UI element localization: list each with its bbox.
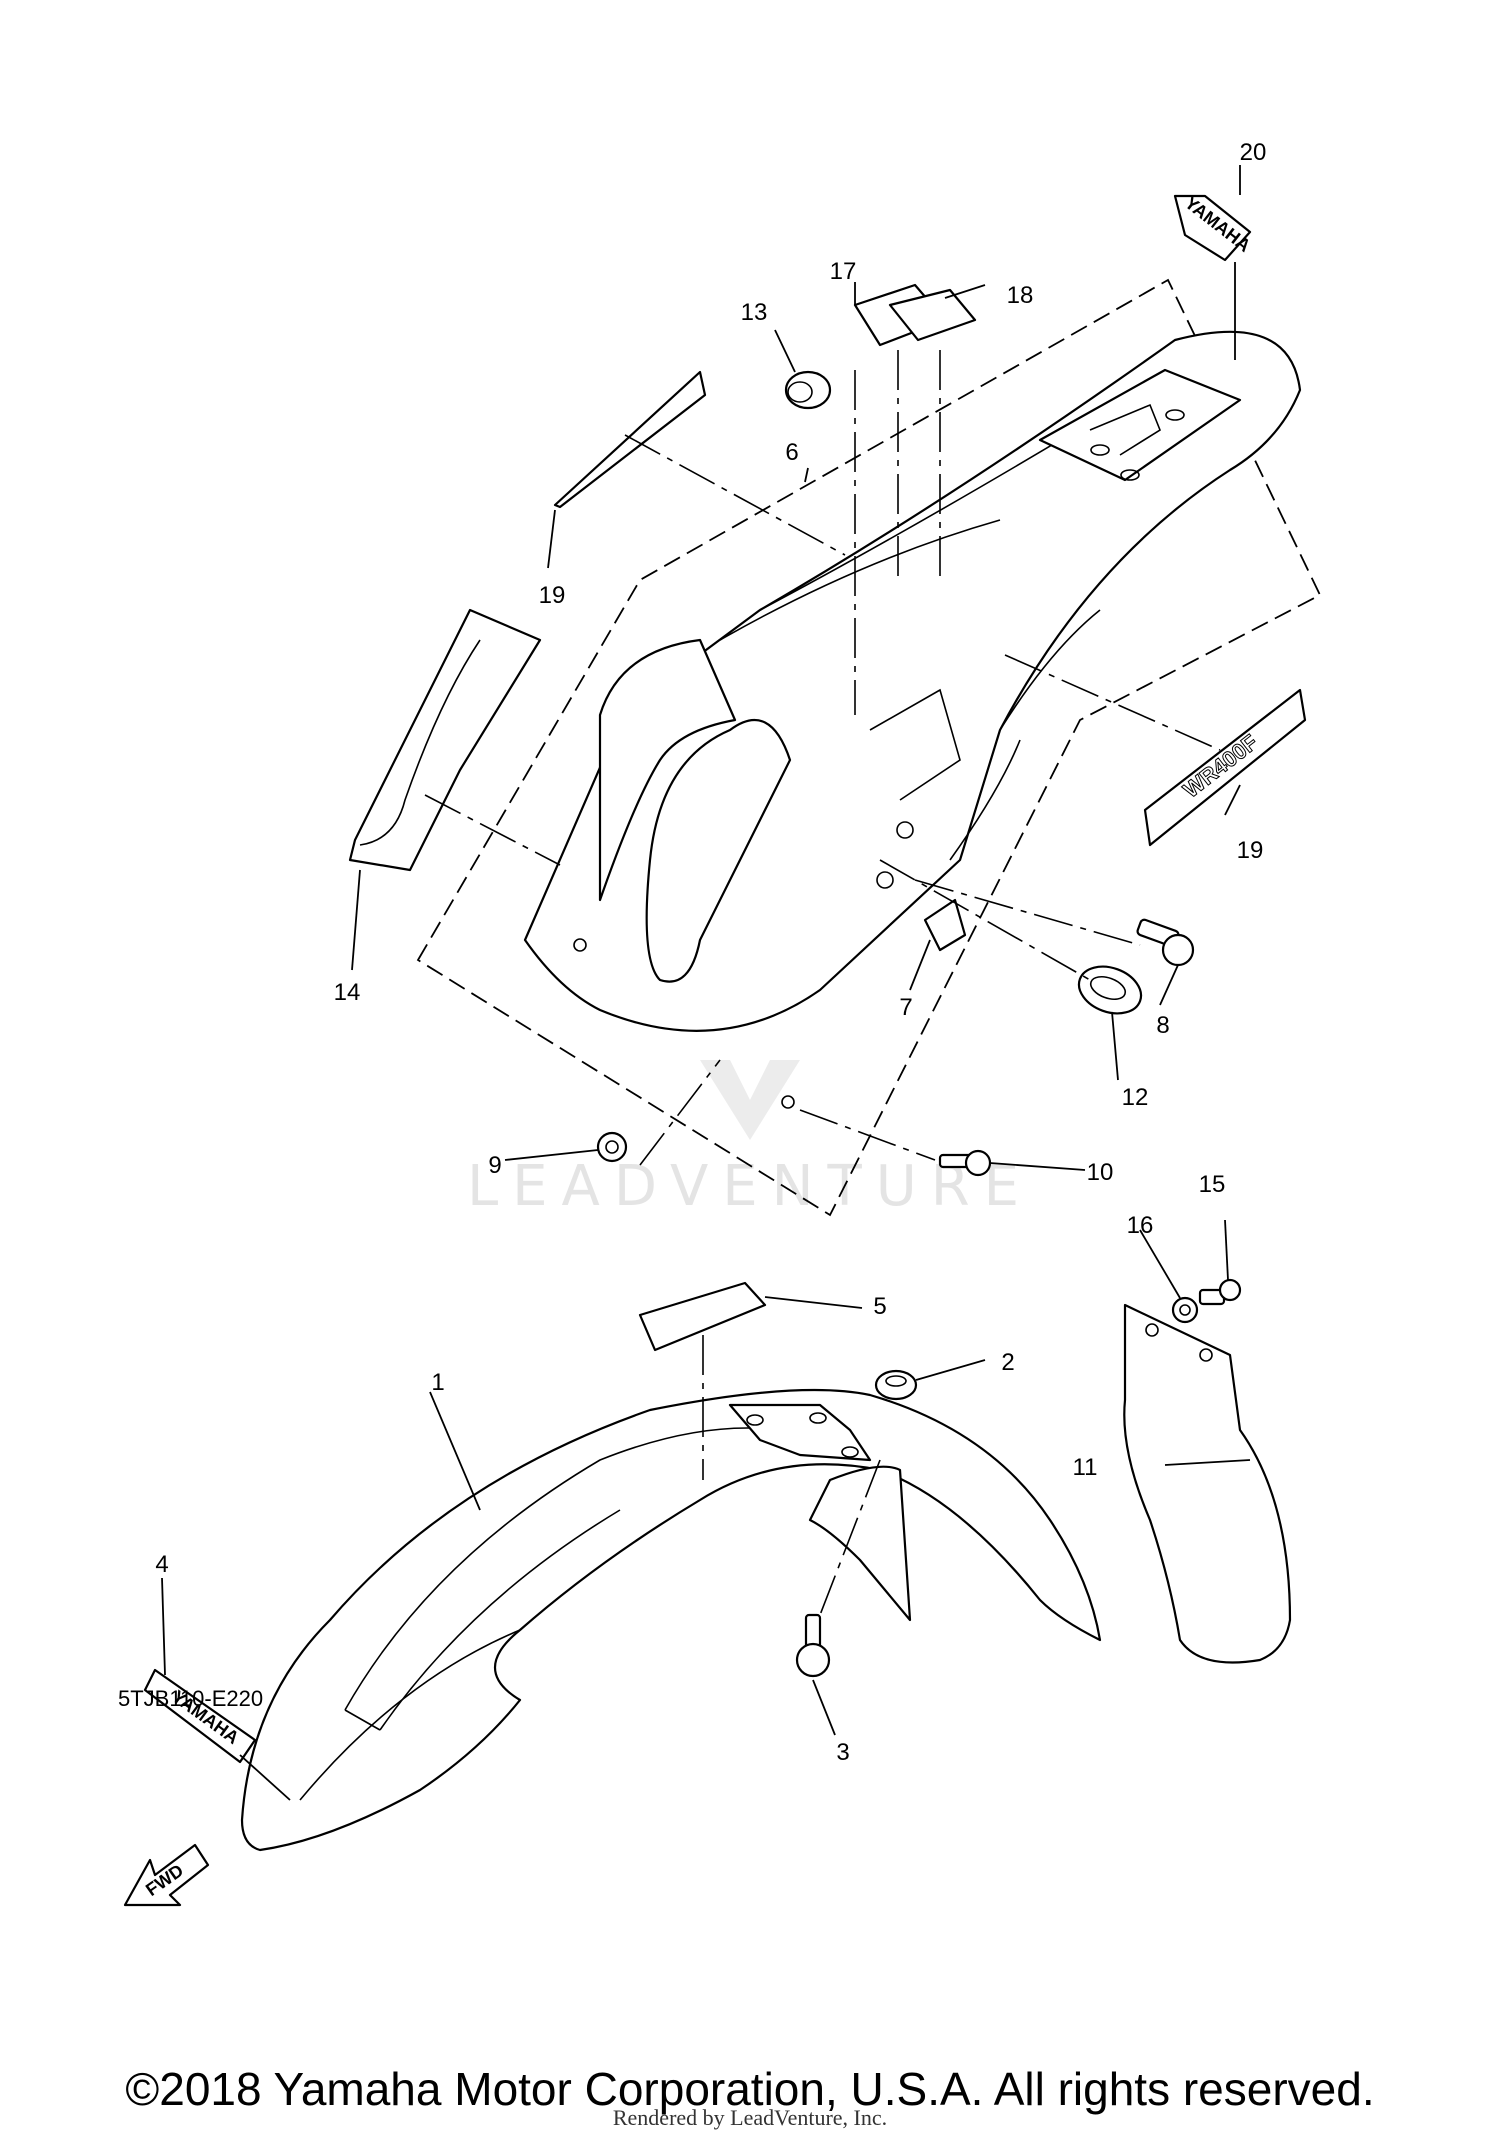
callout-6: 6 [785, 439, 798, 466]
part-19-decal-left [553, 370, 707, 509]
callout-numbers: 1 2 3 4 5 6 7 8 9 10 11 12 13 14 15 16 1… [155, 139, 1266, 1766]
part-8-bolt [1136, 918, 1195, 967]
callout-8: 8 [1156, 1012, 1169, 1039]
callout-17: 17 [830, 258, 857, 285]
part-7-clip [923, 898, 967, 952]
callout-9: 9 [488, 1152, 501, 1179]
part-19-decal-right: WR400F [1143, 688, 1307, 847]
part-13-grommet [784, 370, 832, 410]
part-9-nut [596, 1131, 628, 1163]
part-12-grommet [1077, 965, 1143, 1015]
center-lines [424, 350, 1221, 1616]
part-16-washer [1171, 1296, 1199, 1324]
watermark-text: LEADVENTURE [467, 1154, 1033, 1219]
decal-model-text: WR400F [1178, 730, 1262, 803]
callout-3: 3 [836, 1739, 849, 1766]
callout-13: 13 [741, 299, 768, 326]
part-2-grommet [874, 1369, 918, 1401]
callout-14: 14 [334, 979, 361, 1006]
assembly-outline [416, 278, 1322, 1217]
part-20-decal-top: YAMAHA [1173, 193, 1254, 262]
leader-lines [161, 165, 1251, 1801]
diagram-code: 5TJB110-E220 [118, 1686, 264, 1711]
part-15-bolt [1198, 1278, 1242, 1306]
callout-11: 11 [1073, 1454, 1098, 1481]
callout-16: 16 [1127, 1212, 1154, 1239]
fwd-arrow-icon: FWD [123, 1843, 210, 1907]
copyright-notice: ©2018 Yamaha Motor Corporation, U.S.A. A… [125, 2063, 1375, 2115]
part-11-mud-flap [1123, 1303, 1292, 1664]
callout-12: 12 [1122, 1084, 1149, 1111]
callout-15: 15 [1199, 1171, 1226, 1198]
rendered-by-note: Rendered by LeadVenture, Inc. [612, 2105, 888, 2130]
callout-20: 20 [1240, 139, 1267, 166]
callout-18: 18 [1007, 282, 1034, 309]
part-10-screw [938, 1149, 992, 1177]
callout-7: 7 [899, 994, 912, 1021]
part-4-decal: YAMAHA [143, 1668, 257, 1764]
callout-19-right: 19 [1237, 837, 1264, 864]
part-1-front-fender [240, 1388, 1102, 1852]
part-3-bolt [795, 1613, 831, 1678]
callout-1: 1 [431, 1369, 444, 1396]
part-14-side-cover [348, 608, 542, 872]
callout-4: 4 [155, 1551, 168, 1578]
part-5-pad [638, 1281, 767, 1352]
callout-5: 5 [873, 1293, 886, 1320]
callout-19-left: 19 [539, 582, 566, 609]
part-6-rear-fender [523, 330, 1302, 1109]
callout-10: 10 [1087, 1159, 1114, 1186]
part-18-pad [888, 288, 977, 342]
callout-2: 2 [1001, 1349, 1014, 1376]
